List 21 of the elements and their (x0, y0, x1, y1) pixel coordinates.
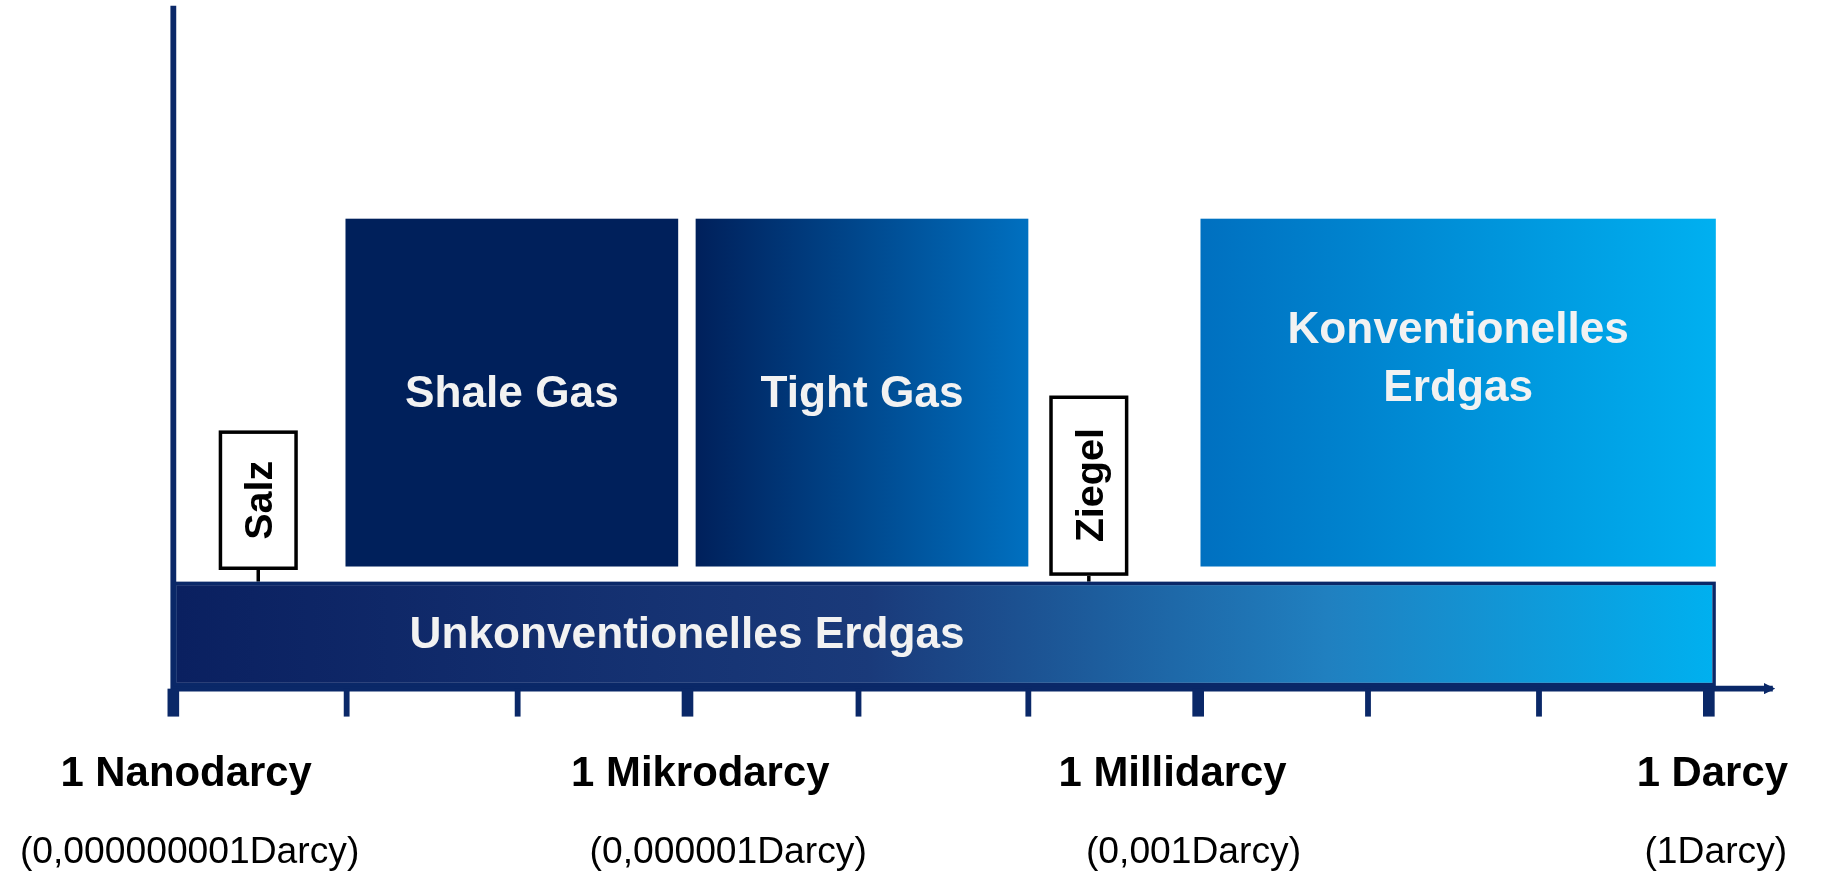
scale-value: (0,000000001Darcy) (19, 829, 360, 873)
category-box (695, 218, 1029, 567)
connector-line (1087, 575, 1091, 582)
category-label: Unkonventionelles Erdgas (409, 607, 965, 660)
category-label: Konventionelles Erdgas (1286, 302, 1630, 413)
material-tag (218, 430, 298, 570)
range-bar (173, 581, 1716, 687)
scale-value: (0,000001Darcy) (589, 829, 867, 873)
scale-value: (1Darcy) (1644, 829, 1788, 873)
scale-label: 1 Darcy (1636, 748, 1788, 797)
material-tag (1049, 395, 1129, 576)
scale-label: 1 Mikrodarcy (571, 748, 830, 797)
category-label: Salz (235, 460, 282, 540)
scale-value: (0,001Darcy) (1085, 829, 1302, 873)
category-box (1200, 218, 1716, 567)
category-box (345, 218, 679, 567)
category-label: Ziegel (1065, 428, 1112, 543)
category-label: Shale Gas (404, 366, 619, 419)
scale-label: 1 Nanodarcy (60, 748, 312, 797)
scale-label: 1 Millidarcy (1058, 748, 1287, 797)
category-label: Tight Gas (760, 366, 964, 419)
